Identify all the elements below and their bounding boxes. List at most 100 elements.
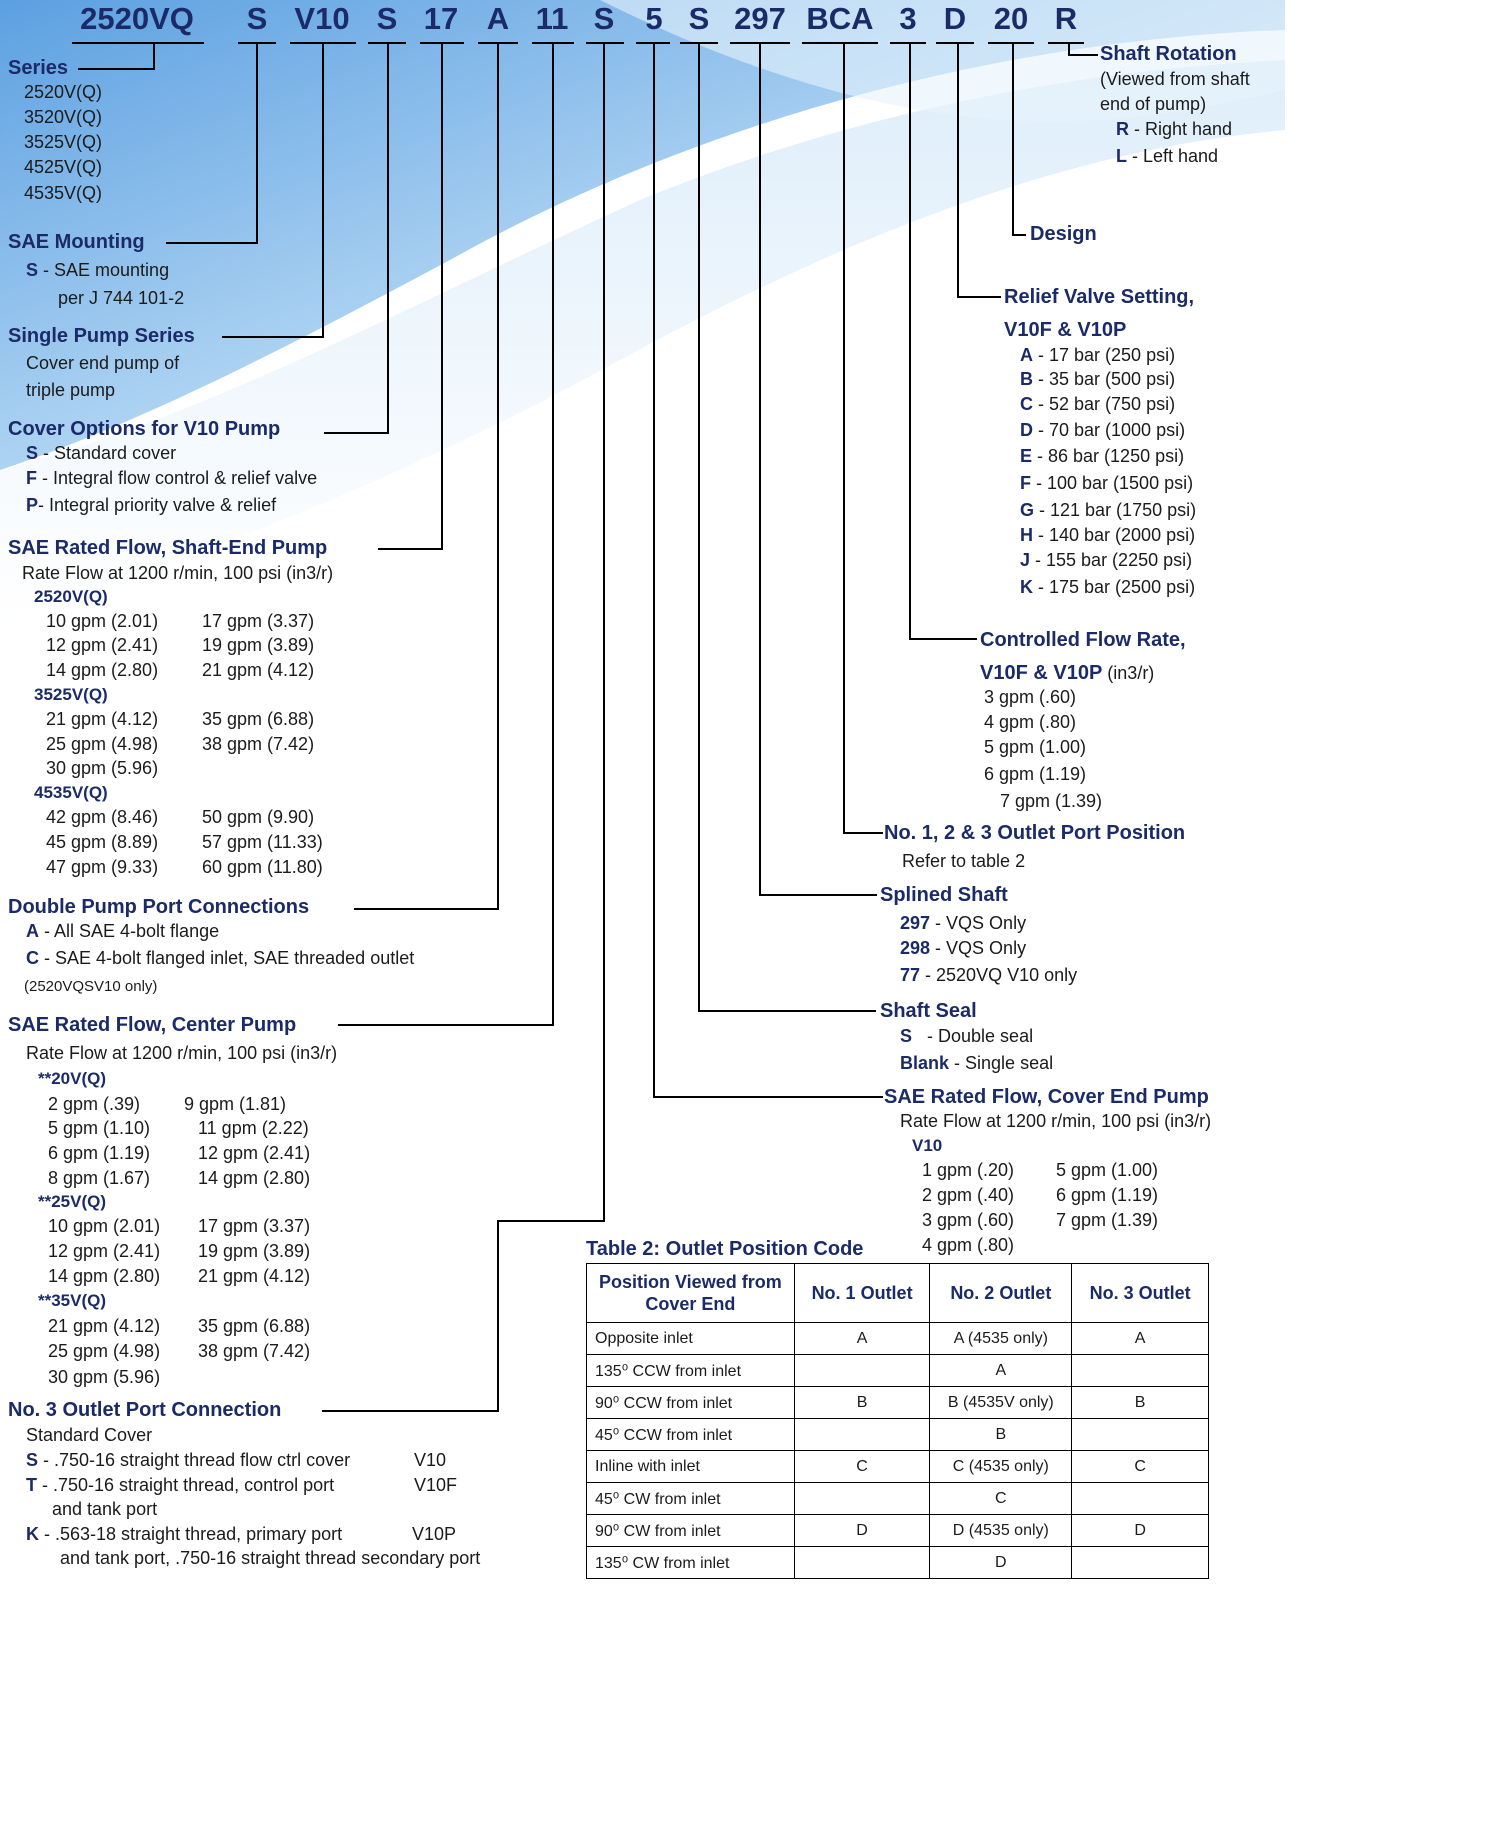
table-header: No. 1 Outlet bbox=[793, 1263, 931, 1323]
flow-value: 38 gpm (7.42) bbox=[202, 734, 315, 754]
code-cover: S bbox=[376, 1, 398, 36]
series-heading: Series bbox=[8, 57, 69, 79]
relief-option: H - 140 bar (2000 psi) bbox=[1020, 525, 1196, 545]
relief-option: C - 52 bar (750 psi) bbox=[1020, 394, 1176, 414]
flow-group-name: **20V(Q) bbox=[38, 1069, 107, 1088]
shaft-seal-heading: Shaft Seal bbox=[880, 1000, 977, 1022]
splined-shaft-heading: Splined Shaft bbox=[880, 884, 1008, 906]
splined-option: 297 - VQS Only bbox=[900, 913, 1027, 933]
outlet3-option: K - .563-18 straight thread, primary por… bbox=[26, 1524, 343, 1544]
flow-group-name: V10 bbox=[912, 1136, 943, 1155]
relief-heading: Relief Valve Setting, bbox=[1004, 286, 1195, 308]
controlled-flow-heading: Controlled Flow Rate, bbox=[980, 629, 1186, 651]
outlet3-option: T - .750-16 straight thread, control por… bbox=[26, 1475, 335, 1495]
table-cell: B bbox=[793, 1386, 931, 1419]
code-mounting: S bbox=[246, 1, 268, 36]
table-cell: 90⁰ CCW from inlet bbox=[586, 1386, 795, 1419]
table-row: 135⁰ CW from inlet D bbox=[586, 1546, 1209, 1579]
cover-flow-subtitle: Rate Flow at 1200 r/min, 100 psi (in3/r) bbox=[900, 1111, 1212, 1131]
flow-value: 12 gpm (2.41) bbox=[198, 1143, 311, 1163]
flow-value: 5 gpm (1.00) bbox=[1056, 1160, 1159, 1180]
flow-value: 12 gpm (2.41) bbox=[48, 1241, 161, 1261]
outlet3-cont: and tank port, .750-16 straight thread s… bbox=[60, 1548, 481, 1568]
table-cell bbox=[793, 1418, 931, 1451]
shaft-end-flow-subtitle: Rate Flow at 1200 r/min, 100 psi (in3/r) bbox=[22, 563, 334, 583]
flow-value: 30 gpm (5.96) bbox=[48, 1367, 161, 1387]
code-relief: D bbox=[943, 1, 967, 36]
table2-title: Table 2: Outlet Position Code bbox=[586, 1238, 864, 1260]
table-cell bbox=[1071, 1418, 1209, 1451]
table-cell: B bbox=[929, 1418, 1073, 1451]
flow-group-name: 3525V(Q) bbox=[34, 685, 108, 704]
table-cell: C bbox=[929, 1482, 1073, 1515]
flow-value: 21 gpm (4.12) bbox=[202, 660, 315, 680]
rotation-option: L - Left hand bbox=[1116, 146, 1219, 166]
table-cell: 135⁰ CW from inlet bbox=[586, 1546, 795, 1579]
flow-value: 50 gpm (9.90) bbox=[202, 807, 315, 827]
flow-value: 10 gpm (2.01) bbox=[48, 1216, 161, 1236]
cover-option: S - Standard cover bbox=[26, 443, 177, 463]
flow-value: 2 gpm (.39) bbox=[48, 1094, 141, 1114]
table-row: 45⁰ CCW from inlet B bbox=[586, 1418, 1209, 1451]
series-item: 4525V(Q) bbox=[24, 157, 103, 177]
code-outlet-pos: BCA bbox=[806, 1, 874, 36]
splined-option: 298 - VQS Only bbox=[900, 938, 1027, 958]
background-swoosh bbox=[0, 0, 1285, 620]
flow-value: 25 gpm (4.98) bbox=[46, 734, 159, 754]
table-header-row: Position Viewed from Cover End No. 1 Out… bbox=[586, 1263, 1209, 1323]
table-cell: C bbox=[1071, 1450, 1209, 1483]
flow-value: 14 gpm (2.80) bbox=[198, 1168, 311, 1188]
table-cell: D bbox=[929, 1546, 1073, 1579]
rotation-option: R - Right hand bbox=[1116, 119, 1233, 139]
flow-value: 19 gpm (3.89) bbox=[198, 1241, 311, 1261]
outlet-position-table: Position Viewed from Cover End No. 1 Out… bbox=[586, 1263, 1209, 1579]
center-flow-heading: SAE Rated Flow, Center Pump bbox=[8, 1014, 297, 1036]
flow-value: 6 gpm (1.19) bbox=[1056, 1185, 1159, 1205]
relief-heading-2: V10F & V10P bbox=[1004, 319, 1127, 341]
flow-group-name: **35V(Q) bbox=[38, 1291, 107, 1310]
table-cell: B bbox=[1071, 1386, 1209, 1419]
code-rotation: R bbox=[1054, 1, 1078, 36]
series-item: 2520V(Q) bbox=[24, 82, 103, 102]
table-cell: A (4535 only) bbox=[929, 1322, 1073, 1355]
code-outlet3: S bbox=[593, 1, 615, 36]
table-cell: 45⁰ CCW from inlet bbox=[586, 1418, 795, 1451]
flow-value: 10 gpm (2.01) bbox=[46, 611, 159, 631]
flow-value: 6 gpm (1.19) bbox=[48, 1143, 151, 1163]
flow-value: 14 gpm (2.80) bbox=[46, 660, 159, 680]
flow-value: 1 gpm (.20) bbox=[922, 1160, 1015, 1180]
flow-value: 14 gpm (2.80) bbox=[48, 1266, 161, 1286]
sae-mounting-heading: SAE Mounting bbox=[8, 231, 145, 253]
code-center-flow: 11 bbox=[535, 1, 569, 36]
table-cell: C bbox=[793, 1450, 931, 1483]
flow-value: 7 gpm (1.39) bbox=[1056, 1210, 1159, 1230]
relief-option: F - 100 bar (1500 psi) bbox=[1020, 473, 1194, 493]
table-cell bbox=[1071, 1482, 1209, 1515]
flow-value: 21 gpm (4.12) bbox=[46, 709, 159, 729]
flow-value: 8 gpm (1.67) bbox=[48, 1168, 151, 1188]
flow-value: 17 gpm (3.37) bbox=[198, 1216, 311, 1236]
table-cell bbox=[793, 1546, 931, 1579]
shaft-rotation-heading: Shaft Rotation bbox=[1100, 43, 1237, 65]
controlled-flow-value: 7 gpm (1.39) bbox=[1000, 791, 1103, 811]
flow-value: 38 gpm (7.42) bbox=[198, 1341, 311, 1361]
table-header: Position Viewed from Cover End bbox=[586, 1263, 795, 1323]
flow-value: 25 gpm (4.98) bbox=[48, 1341, 161, 1361]
relief-option: E - 86 bar (1250 psi) bbox=[1020, 446, 1185, 466]
table-cell bbox=[793, 1354, 931, 1387]
flow-value: 12 gpm (2.41) bbox=[46, 635, 159, 655]
outlet3-option: S - .750-16 straight thread flow ctrl co… bbox=[26, 1450, 351, 1470]
flow-value: 47 gpm (9.33) bbox=[46, 857, 159, 877]
sae-mounting-item: S - SAE mounting bbox=[26, 260, 170, 280]
flow-value: 5 gpm (1.10) bbox=[48, 1118, 151, 1138]
flow-value: 30 gpm (5.96) bbox=[46, 758, 159, 778]
controlled-flow-value: 3 gpm (.60) bbox=[984, 687, 1077, 707]
flow-value: 3 gpm (.60) bbox=[922, 1210, 1015, 1230]
seal-option: Blank - Single seal bbox=[900, 1053, 1054, 1073]
double-pump-option: C - SAE 4-bolt flanged inlet, SAE thread… bbox=[26, 948, 415, 968]
series-item: 4535V(Q) bbox=[24, 183, 103, 203]
